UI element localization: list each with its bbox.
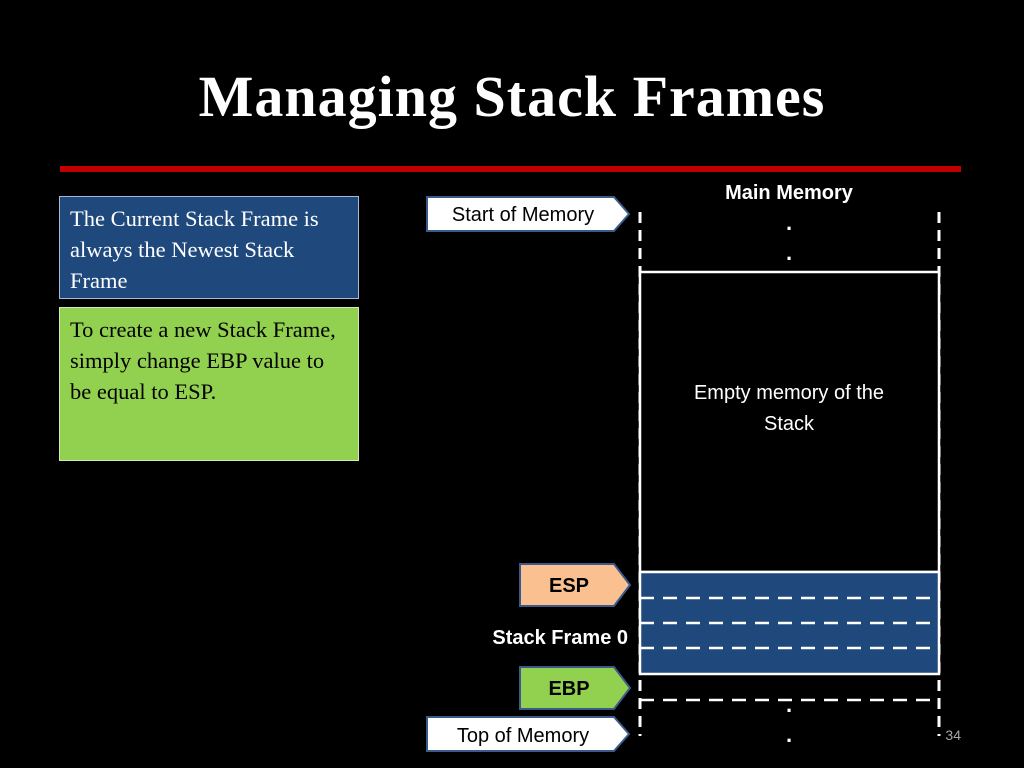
note-create-stack-frame: To create a new Stack Frame, simply chan…: [59, 307, 359, 461]
ellipsis-dot-top-1: .: [786, 210, 792, 235]
empty-region-label-line1: Empty memory of the: [694, 382, 884, 404]
slide-title: Managing Stack Frames: [198, 64, 826, 129]
ellipsis-dot-bottom-2: .: [786, 722, 792, 747]
page-number: 34: [945, 727, 961, 743]
ellipsis-dot-top-2: .: [786, 240, 792, 265]
ellipsis-dot-bottom-1: .: [786, 692, 792, 717]
ebp-pointer: [519, 666, 632, 710]
empty-stack-region: [638, 270, 941, 574]
note-current-stack-frame: The Current Stack Frame is always the Ne…: [59, 196, 359, 299]
top-of-memory-pointer: [426, 716, 631, 752]
ebp-pointer-label: EBP: [548, 678, 589, 700]
empty-region-label-line2: Stack: [764, 413, 815, 435]
esp-pointer: [519, 563, 632, 607]
title-rule: [60, 166, 961, 172]
top-of-memory-label: Top of Memory: [457, 725, 589, 747]
main-memory-title: Main Memory: [725, 182, 854, 204]
stack-frame-0-label: Stack Frame 0: [492, 627, 628, 649]
start-of-memory-label: Start of Memory: [452, 204, 594, 226]
esp-pointer-label: ESP: [549, 575, 589, 597]
start-of-memory-pointer: [426, 196, 631, 232]
